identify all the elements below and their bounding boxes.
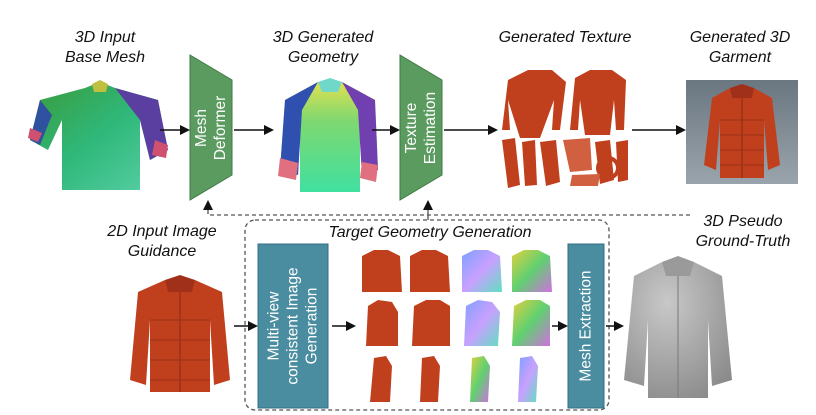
texture-estimation-block — [399, 54, 443, 201]
label-input-image-line1: 2D Input Image — [107, 223, 217, 240]
label-input-mesh: 3D Input Base Mesh — [50, 28, 160, 68]
label-input-image-line2: Guidance — [127, 243, 197, 260]
label-input-mesh-line1: 3D Input — [74, 29, 136, 46]
mesh-deformer-block — [189, 54, 233, 201]
multiview-label-line1: Multi-view — [265, 291, 283, 361]
input-base-mesh-image — [28, 80, 168, 190]
texture-estimation-label-line1: Texture — [403, 102, 420, 154]
mesh-extraction-block — [567, 243, 605, 409]
label-generated-geometry-line2: Geometry — [287, 49, 359, 66]
generated-texture-image — [502, 70, 628, 188]
mesh-deformer-label-line1: Mesh — [193, 109, 210, 147]
multiview-image-grid — [362, 250, 552, 402]
multiview-label: Multi-view consistent Image Generation — [265, 267, 322, 384]
mesh-deformer-label-line2: Deformer — [212, 95, 229, 161]
label-generated-texture: Generated Texture — [498, 29, 632, 46]
multiview-generation-block — [257, 243, 329, 409]
multiview-label-line3: Generation — [303, 287, 321, 365]
label-pseudo-gt-line1: 3D Pseudo — [703, 213, 783, 230]
target-geometry-box — [244, 219, 610, 411]
input-image-jacket — [130, 275, 230, 392]
label-generated-geometry: 3D Generated Geometry — [258, 28, 388, 68]
label-pseudo-gt: 3D Pseudo Ground-Truth — [680, 212, 806, 252]
texture-estimation-label: Texture Estimation — [402, 92, 440, 164]
generated-garment-image — [686, 80, 798, 184]
label-generated-garment-line1: Generated 3D — [689, 29, 791, 46]
label-pseudo-gt-line2: Ground-Truth — [695, 233, 791, 250]
multiview-label-line2: consistent Image — [284, 267, 302, 385]
label-generated-garment: Generated 3D Garment — [670, 28, 810, 68]
pseudo-ground-truth-image — [624, 256, 732, 398]
mesh-extraction-label: Mesh Extraction — [577, 270, 595, 382]
label-generated-garment-line2: Garment — [708, 49, 772, 66]
label-target-geometry: Target Geometry Generation — [328, 224, 532, 241]
label-generated-geometry-line1: 3D Generated — [272, 29, 374, 46]
label-input-mesh-line2: Base Mesh — [64, 49, 146, 66]
mesh-deformer-label: Mesh Deformer — [192, 96, 230, 161]
generated-geometry-image — [278, 78, 378, 192]
label-input-image: 2D Input Image Guidance — [92, 222, 232, 262]
texture-estimation-label-line2: Estimation — [422, 91, 439, 165]
